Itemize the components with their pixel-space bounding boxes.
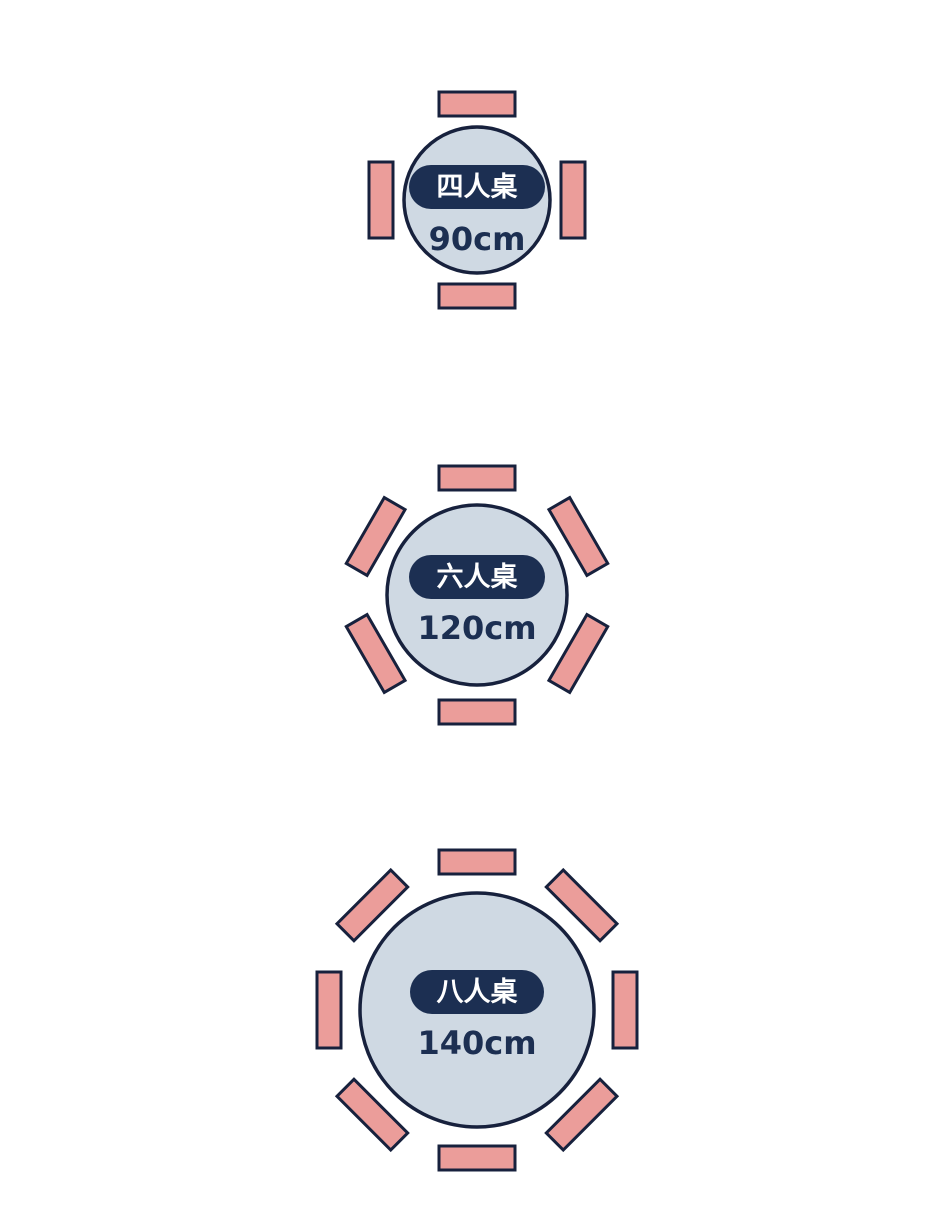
chair xyxy=(546,612,610,695)
table-name-pill xyxy=(409,555,545,599)
table-diameter: 120cm xyxy=(417,609,536,647)
chair xyxy=(546,495,610,578)
table-name: 四人桌 xyxy=(437,172,518,203)
chair xyxy=(344,612,408,695)
chair xyxy=(437,848,517,876)
chair xyxy=(544,1077,620,1153)
table-diameter: 90cm xyxy=(429,220,526,258)
chair xyxy=(437,1144,517,1172)
chair xyxy=(437,464,517,492)
chair xyxy=(334,1077,410,1153)
table-name-pill xyxy=(409,165,545,209)
table-group: 四人桌 90cm xyxy=(367,90,587,310)
chair xyxy=(437,698,517,726)
table-name: 八人桌 xyxy=(437,977,518,1008)
chair xyxy=(544,867,620,943)
table-name: 六人桌 xyxy=(437,562,518,593)
chair xyxy=(367,160,395,240)
chair xyxy=(334,867,410,943)
table-diameter: 140cm xyxy=(417,1024,536,1062)
table-name-pill xyxy=(410,970,544,1014)
chair xyxy=(611,970,639,1050)
chair xyxy=(437,90,517,118)
table-group: 六人桌 120cm xyxy=(344,464,610,726)
chair xyxy=(559,160,587,240)
table-group: 八人桌 140cm xyxy=(315,848,639,1172)
chair xyxy=(344,495,408,578)
chair xyxy=(315,970,343,1050)
chair xyxy=(437,282,517,310)
